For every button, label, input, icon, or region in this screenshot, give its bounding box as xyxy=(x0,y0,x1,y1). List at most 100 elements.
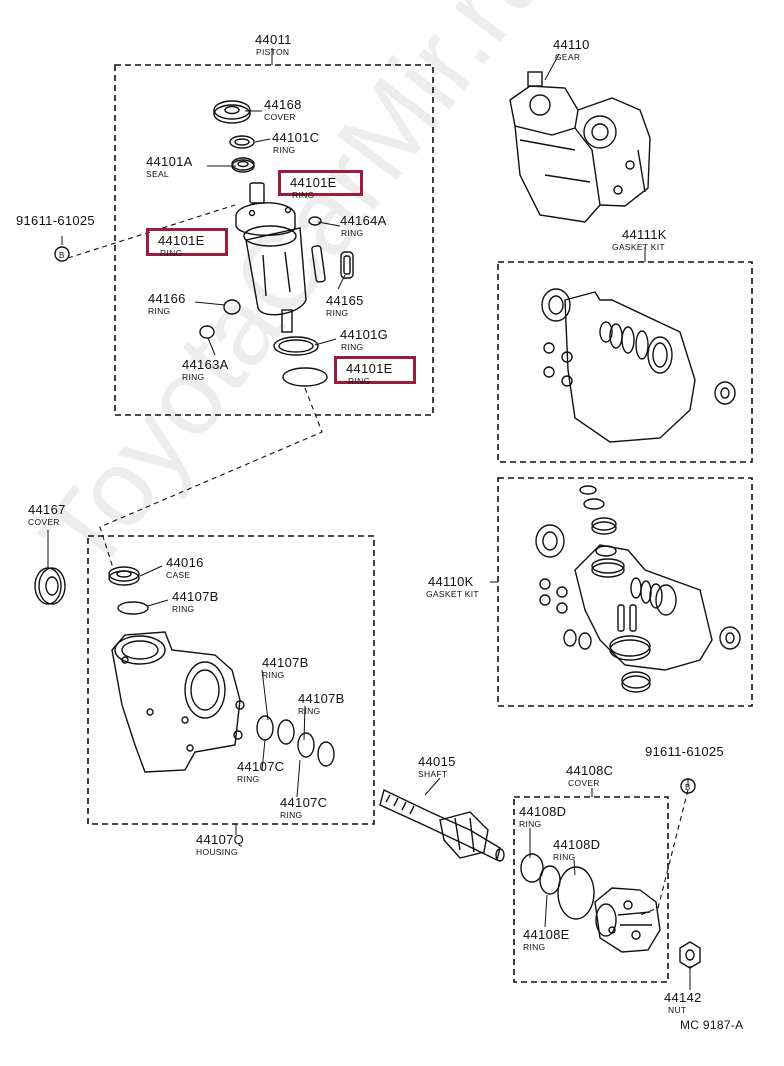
part-name-ring: RING xyxy=(172,604,195,614)
piston-group-box xyxy=(114,64,434,416)
rings-44107 xyxy=(256,715,335,767)
ring-44165 xyxy=(340,251,354,279)
part-name-ring: RING xyxy=(341,342,364,352)
part-number-44163a: 44163A xyxy=(182,357,229,372)
solid-leaders xyxy=(47,48,691,990)
part-number-44107b: 44107B xyxy=(172,589,219,604)
part-name-gear: GEAR xyxy=(555,52,581,62)
part-number-44164a: 44164A xyxy=(340,213,387,228)
part-number-91611-61025-right: 91611-61025 xyxy=(645,744,724,759)
part-name-ring: RING xyxy=(519,819,542,829)
gasket-kit-44110k-box xyxy=(497,477,753,707)
part-number-44108c: 44108C xyxy=(566,763,614,778)
part-number-44101e: 44101E xyxy=(158,233,205,248)
part-name-ring: RING xyxy=(262,670,285,680)
gasket-kit-44110k-parts xyxy=(535,485,741,693)
part-name-piston: PISTON xyxy=(256,47,290,57)
part-name-cover: COVER xyxy=(568,778,600,788)
part-name-cover: COVER xyxy=(28,517,60,527)
svg-text:B: B xyxy=(685,783,690,792)
housing-group-box xyxy=(87,535,375,825)
piston-body xyxy=(235,182,307,333)
part-name-ring: RING xyxy=(523,942,546,952)
part-name-case: CASE xyxy=(166,570,191,580)
part-number-44107c: 44107C xyxy=(237,759,285,774)
leader-lines xyxy=(67,204,689,916)
part-name-ring: RING xyxy=(326,308,349,318)
drawing-code: MC 9187-A xyxy=(680,1018,744,1032)
part-name-gasket-kit: GASKET KIT xyxy=(426,589,479,599)
part-number-44108e: 44108E xyxy=(523,927,570,942)
part-number-44107c: 44107C xyxy=(280,795,328,810)
part-number-44110: 44110 xyxy=(553,37,590,52)
part-number-44101c: 44101C xyxy=(272,130,320,145)
bolt-91611-right: B xyxy=(680,778,696,794)
case-44016 xyxy=(108,566,140,586)
part-name-ring: RING xyxy=(237,774,260,784)
gasket-kit-44111k-box xyxy=(497,261,753,463)
ring-44166 xyxy=(223,299,241,315)
part-number-44165: 44165 xyxy=(326,293,364,308)
part-number-44111k: 44111K xyxy=(622,227,667,242)
cover-group-box xyxy=(513,796,669,983)
part-name-shaft: SHAFT xyxy=(418,769,448,779)
part-number-44016: 44016 xyxy=(166,555,204,570)
part-name-ring: RING xyxy=(348,376,371,386)
part-name-seal: SEAL xyxy=(146,169,169,179)
bolt-91611-left: B xyxy=(54,246,70,262)
part-number-44166: 44166 xyxy=(148,291,186,306)
nut-44142 xyxy=(679,941,701,969)
part-name-ring: RING xyxy=(280,810,303,820)
part-name-ring: RING xyxy=(148,306,171,316)
part-number-44108d: 44108D xyxy=(519,804,567,819)
highlight-44101e-top xyxy=(278,170,363,196)
group-boxes xyxy=(87,64,753,983)
part-number-44110k: 44110K xyxy=(428,574,474,589)
part-name-cover: COVER xyxy=(264,112,296,122)
part-number-44107b: 44107B xyxy=(298,691,345,706)
cover-44108c-group xyxy=(520,853,661,953)
part-number-44167: 44167 xyxy=(28,502,66,517)
part-name-ring: RING xyxy=(160,248,183,258)
ring-44101e-large xyxy=(282,367,328,387)
shaft-44015 xyxy=(379,789,505,862)
part-number-44101e: 44101E xyxy=(346,361,393,376)
part-name-ring: RING xyxy=(292,190,315,200)
ring-44101e-small xyxy=(308,216,322,226)
part-number-44142: 44142 xyxy=(664,990,702,1005)
part-number-44101g: 44101G xyxy=(340,327,389,342)
svg-text:B: B xyxy=(59,251,64,260)
part-number-44108d: 44108D xyxy=(553,837,601,852)
part-number-44015: 44015 xyxy=(418,754,456,769)
highlight-44101e-bottom xyxy=(334,356,416,384)
highlight-44101e-left xyxy=(146,228,228,256)
gasket-kit-44111k-parts xyxy=(541,288,736,443)
part-name-ring: RING xyxy=(298,706,321,716)
part-number-44168: 44168 xyxy=(264,97,302,112)
part-number-44107b: 44107B xyxy=(262,655,309,670)
part-name-ring: RING xyxy=(182,372,205,382)
part-number-44107q: 44107Q xyxy=(196,832,245,847)
cover-44167 xyxy=(34,567,66,605)
part-name-ring: RING xyxy=(553,852,576,862)
ring-44101g xyxy=(273,336,319,356)
part-name-ring: RING xyxy=(273,145,296,155)
part-number-44101a: 44101A xyxy=(146,154,193,169)
seal-44101a xyxy=(231,157,255,173)
ring-44101c xyxy=(229,135,255,149)
gear-assembly-44110 xyxy=(509,71,651,223)
part-number-44101e: 44101E xyxy=(290,175,337,190)
part-name-gasket-kit: GASKET KIT xyxy=(612,242,665,252)
part-name-nut: NUT xyxy=(668,1005,687,1015)
part-name-ring: RING xyxy=(341,228,364,238)
ring-44107b-top xyxy=(117,601,149,615)
ring-44164a xyxy=(311,245,326,283)
part-name-housing: HOUSING xyxy=(196,847,238,857)
ring-44163a xyxy=(199,325,215,339)
part-number-91611-61025-left: 91611-61025 xyxy=(16,213,95,228)
cover-44168 xyxy=(213,100,251,124)
housing-44107q xyxy=(111,631,245,773)
part-number-44011: 44011 xyxy=(255,32,292,47)
